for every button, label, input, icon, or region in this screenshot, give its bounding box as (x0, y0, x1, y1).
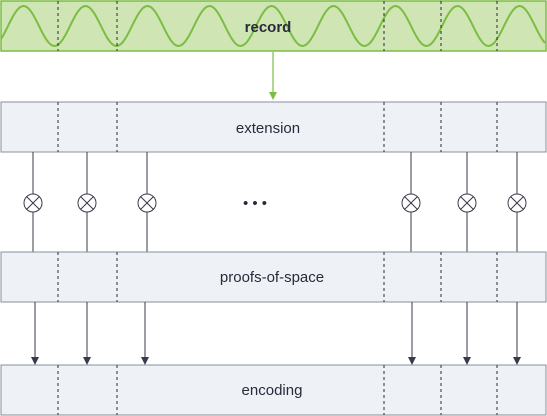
xor-icon (401, 193, 421, 213)
encoding-box (0, 364, 547, 416)
ellipsis: • • • (243, 195, 267, 212)
xor-icon (507, 193, 527, 213)
extension-label: extension (236, 120, 300, 137)
extension-box (0, 101, 547, 153)
encoding-arrows (31, 302, 521, 365)
record-block: record (0, 0, 547, 52)
proofs-of-space-block: proofs-of-space (0, 251, 547, 303)
encoding-block: encoding (0, 364, 547, 416)
extension-block: extension (0, 101, 547, 153)
encoding-label: encoding (242, 382, 303, 399)
xor-icon (77, 193, 97, 213)
record-label: record (245, 19, 292, 36)
extension-dividers (57, 102, 498, 152)
xor-icon (457, 193, 477, 213)
encoding-dividers (57, 365, 498, 415)
record-dividers (57, 1, 498, 51)
record-wave (1, 5, 546, 47)
proofs-of-space-box (0, 251, 547, 303)
xor-symbols (23, 193, 527, 213)
xor-connectors (32, 152, 518, 252)
proofs-of-space-label: proofs-of-space (220, 269, 324, 286)
xor-icon (23, 193, 43, 213)
xor-icon (137, 193, 157, 213)
proofs-of-space-dividers (57, 252, 498, 302)
